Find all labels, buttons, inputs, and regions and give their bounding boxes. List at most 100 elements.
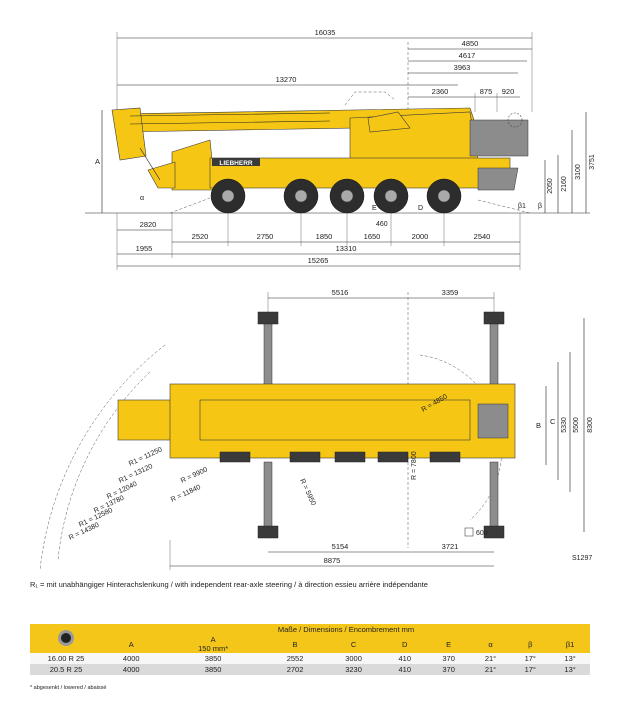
label-E: E — [372, 205, 377, 212]
driver-cab — [171, 139, 216, 191]
letter-C: C — [550, 417, 556, 426]
hub-3 — [340, 189, 354, 203]
outrigger-front-right — [263, 461, 273, 533]
cell: 3230 — [324, 664, 383, 675]
label-alpha: α — [140, 195, 144, 202]
table-row: 20.5 R 25 4000 3850 2702 3230 410 370 21… — [30, 664, 590, 675]
hub-4 — [384, 189, 398, 203]
col-beta: β — [510, 635, 551, 653]
cell: 17° — [510, 664, 551, 675]
radius-11840: R = 11840 — [170, 484, 202, 504]
side-view: 16035 4850 4617 3963 13270 2360 875 920 … — [85, 28, 596, 270]
dim-460: 460 — [376, 221, 388, 228]
radius-7800: R = 7800 — [411, 451, 418, 480]
boom-plan — [199, 399, 471, 441]
wheel-plan-2 — [289, 451, 321, 463]
dim-3100: 3100 — [575, 164, 582, 180]
dim-13310: 13310 — [336, 244, 357, 253]
letter-B: B — [536, 421, 541, 430]
wheel-plan-5 — [429, 451, 461, 463]
dim-2000: 2000 — [412, 232, 429, 241]
dim-920: 920 — [502, 87, 515, 96]
col-A2-label: A — [210, 635, 216, 644]
table-row: 16.00 R 25 4000 3850 2552 3000 410 370 2… — [30, 653, 590, 664]
drawing-number: S1297 — [572, 555, 592, 562]
outrigger-rear-left — [489, 317, 499, 389]
top-view: 5516 3359 R = 9900 R1 = 11250 R = 11840 … — [39, 288, 594, 571]
dim-3721: 3721 — [442, 542, 459, 551]
hub-5 — [437, 189, 451, 203]
dim-3359: 3359 — [442, 288, 459, 297]
dim-2750: 2750 — [257, 232, 274, 241]
label-D: D — [418, 205, 423, 212]
cell: 4000 — [102, 653, 161, 664]
dim-1850: 1850 — [316, 232, 333, 241]
outrigger-rear-right — [489, 461, 499, 533]
dim-16035: 16035 — [315, 28, 336, 37]
cell: 13° — [550, 653, 590, 664]
wheel-plan-1 — [219, 451, 251, 463]
col-A2-sub: 150 mm* — [198, 644, 229, 653]
cell: 17° — [510, 653, 551, 664]
col-C: C — [324, 635, 383, 653]
radius-5950: R = 5950 — [298, 478, 316, 507]
dim-8300: 8300 — [587, 417, 594, 433]
row-tire: 16.00 R 25 — [30, 653, 102, 664]
dim-2050: 2050 — [547, 178, 554, 194]
pad-2 — [483, 311, 505, 325]
rear-outrigger-box — [477, 167, 519, 191]
cell: 410 — [382, 664, 427, 675]
counterweight — [469, 119, 529, 157]
col-D: D — [382, 635, 427, 653]
dim-875: 875 — [480, 87, 493, 96]
wheel-plan-3 — [334, 451, 366, 463]
dim-600: 600 — [476, 530, 488, 537]
dim-5330: 5330 — [561, 417, 568, 433]
dim-3751: 3751 — [589, 154, 596, 170]
radius-r1-13120: R1 = 13120 — [118, 463, 154, 485]
cell: 2552 — [265, 653, 325, 664]
row-tire: 20.5 R 25 — [30, 664, 102, 675]
hub-2 — [294, 189, 308, 203]
dim-1650: 1650 — [364, 232, 381, 241]
cell: 370 — [426, 664, 471, 675]
cell: 4000 — [102, 664, 161, 675]
cell: 370 — [426, 653, 471, 664]
dim-5516: 5516 — [332, 288, 349, 297]
brand-logo: LIEBHERR — [219, 160, 253, 167]
table-footnote: * abgesenkt / lowered / abaissé — [30, 685, 107, 691]
dim-2820: 2820 — [140, 220, 157, 229]
outrigger-front-left — [263, 317, 273, 389]
axle-group — [210, 178, 462, 214]
table-title: Maße / Dimensions / Encombrement mm — [102, 624, 590, 635]
pad-4 — [483, 525, 505, 539]
cell: 21° — [470, 653, 511, 664]
counterweight-plan — [477, 403, 509, 439]
dim-1955: 1955 — [136, 244, 153, 253]
pad-size-marker — [464, 527, 474, 537]
dim-2360: 2360 — [432, 87, 449, 96]
radius-9900: R = 9900 — [180, 466, 209, 484]
boom-head-plan — [117, 399, 179, 441]
col-beta1: β1 — [550, 635, 590, 653]
hub-1 — [221, 189, 235, 203]
wheel-plan-4 — [377, 451, 409, 463]
col-B: B — [265, 635, 325, 653]
front-bumper — [147, 161, 176, 189]
dim-4850: 4850 — [462, 39, 479, 48]
cell: 3850 — [160, 653, 266, 664]
table-header-row: Maße / Dimensions / Encombrement mm — [30, 624, 590, 653]
pad-1 — [257, 311, 279, 325]
cell: 410 — [382, 653, 427, 664]
dim-2160: 2160 — [561, 176, 568, 192]
dim-13270: 13270 — [276, 75, 297, 84]
label-A: A — [95, 157, 100, 166]
dim-3963: 3963 — [454, 63, 471, 72]
label-beta: β — [538, 203, 542, 210]
col-alpha: α — [470, 635, 511, 653]
cell: 3000 — [324, 653, 383, 664]
